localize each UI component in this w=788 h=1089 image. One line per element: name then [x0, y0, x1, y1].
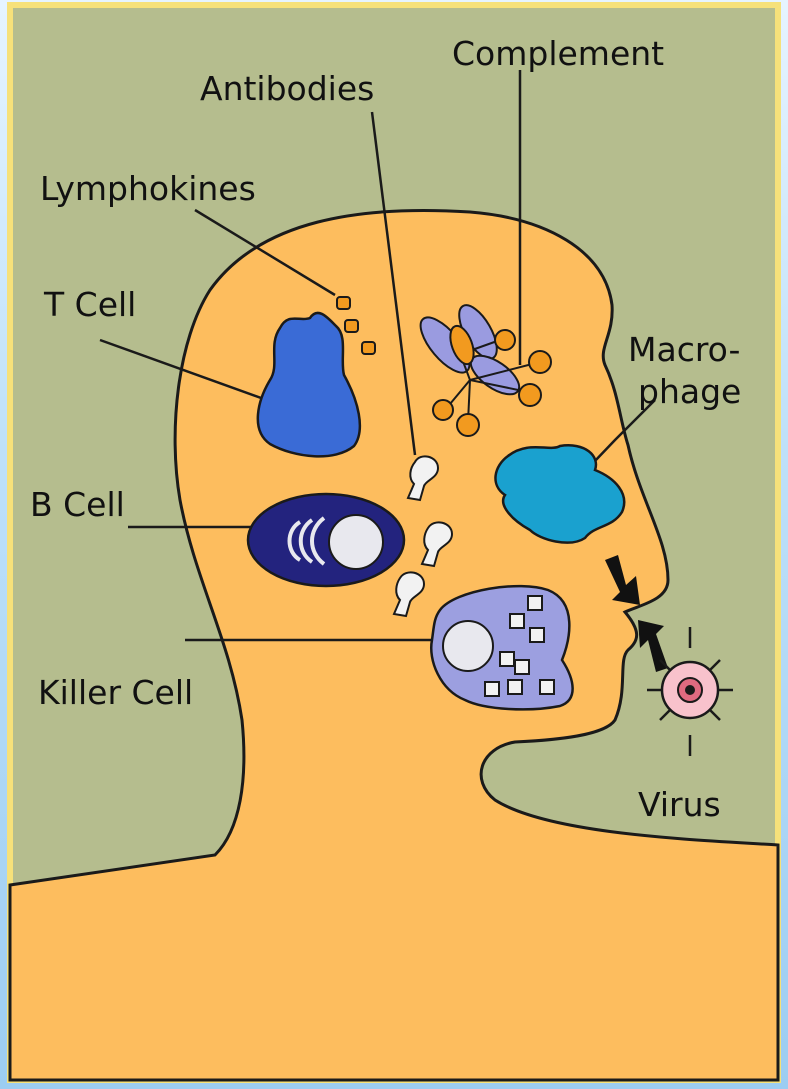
label-lymphokines: Lymphokines — [40, 172, 256, 205]
label-complement: Complement — [452, 37, 664, 70]
label-macrophage-line1: Macro- — [628, 333, 740, 366]
label-antibodies: Antibodies — [200, 72, 374, 105]
label-killer-cell: Killer Cell — [38, 676, 193, 709]
label-b-cell: B Cell — [30, 488, 125, 521]
label-virus: Virus — [638, 788, 721, 821]
b-cell — [248, 494, 404, 586]
label-t-cell: T Cell — [44, 288, 136, 321]
label-macrophage-line2: phage — [638, 375, 741, 408]
killer-cell — [431, 586, 572, 709]
